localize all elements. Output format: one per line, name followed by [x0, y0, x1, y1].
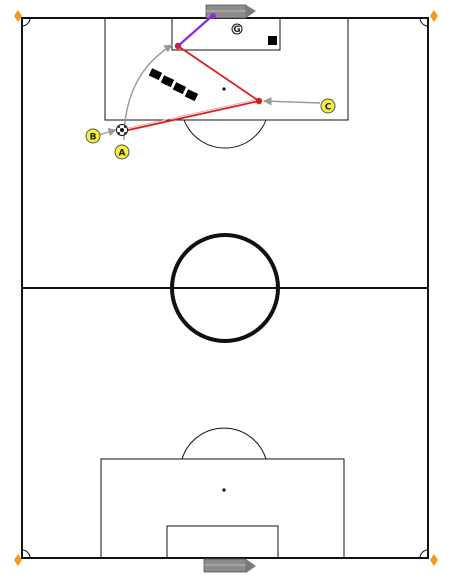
- shot-target: [210, 13, 216, 19]
- top-goal-area: [171, 17, 281, 51]
- player-b-marker: B: [85, 128, 101, 144]
- svg-text:A: A: [119, 149, 126, 159]
- svg-text:G: G: [233, 25, 240, 35]
- player-a-marker: A: [114, 144, 130, 160]
- top-penalty-spot: [222, 87, 226, 91]
- bottom-penalty-arc: [181, 427, 267, 460]
- player-b-dribble: [97, 127, 117, 137]
- ball-icon: [116, 124, 128, 136]
- pass-line-a-to-c: [123, 100, 260, 132]
- mannequin-icon: [268, 36, 277, 45]
- player-c-marker: C: [320, 98, 336, 114]
- pass-point-c: [255, 97, 263, 105]
- bottom-goal-icon: [203, 558, 256, 573]
- corner-flag-icon: [14, 10, 438, 566]
- bottom-penalty-spot: [222, 488, 226, 492]
- corner-arc-tl: [21, 17, 31, 27]
- corner-arc-tr: [419, 17, 429, 27]
- svg-text:C: C: [325, 103, 332, 113]
- corner-arc-br: [419, 549, 429, 559]
- goalkeeper-marker: G: [231, 23, 243, 35]
- svg-text:B: B: [90, 133, 97, 143]
- shot-line: [177, 15, 213, 47]
- pass-line-a-to-c-shadow: [123, 98, 260, 130]
- defensive-wall: [148, 68, 199, 102]
- corner-arc-bl: [21, 549, 31, 559]
- player-c-run: [263, 97, 321, 106]
- center-circle: [170, 233, 280, 343]
- top-penalty-arc: [183, 119, 267, 149]
- pass-line-c-to-post: [177, 45, 260, 102]
- bottom-goal-area: [166, 525, 279, 559]
- bottom-penalty-area: [100, 458, 345, 559]
- top-goal-icon: [205, 4, 256, 19]
- top-penalty-area: [104, 17, 349, 121]
